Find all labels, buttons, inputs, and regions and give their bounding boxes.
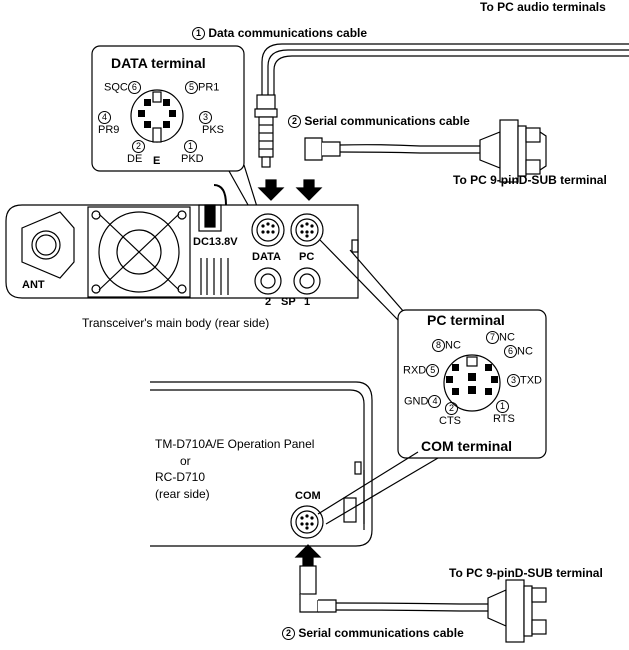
pc-pin-2: 2 [445, 402, 458, 415]
to-pc-dsub-bottom-label: To PC 9-pinD-SUB terminal [449, 566, 603, 580]
pc-pin-1-name: RTS [493, 413, 515, 425]
serial-cable-bottom-label: 2 Serial communications cable [282, 626, 464, 641]
data-cable-label: 1 Data communications cable [192, 26, 368, 41]
data-cable-number: 1 [192, 27, 205, 41]
data-pin-2: 2 [132, 140, 145, 153]
data-jack-label: DATA [252, 251, 281, 263]
sp2-label: 2 [265, 296, 272, 308]
to-pc-audio-label: To PC audio terminals [480, 0, 606, 14]
serial-cable-bottom-number: 2 [282, 627, 295, 641]
data-pin-4-name: PR9 [98, 124, 120, 136]
serial-cable-top-label: 2 Serial communications cable [288, 114, 470, 129]
pc-pin-1: 1 [496, 400, 509, 413]
data-ground-label: E [153, 155, 161, 167]
arrow-to-com [294, 544, 322, 566]
to-pc-dsub-top-label: To PC 9-pinD-SUB terminal [453, 173, 607, 187]
arrow-to-data [257, 179, 285, 201]
serial-cable-top-text: Serial communications cable [304, 114, 470, 128]
data-pin-1-name: PKD [181, 153, 204, 165]
panel-line2: or [180, 454, 191, 468]
data-terminal-title: DATA terminal [111, 55, 206, 71]
dc-label: DC13.8V [193, 236, 238, 248]
pc-pin-2-name: CTS [439, 415, 461, 427]
serial-cable-top-number: 2 [288, 115, 301, 129]
panel-line1: TM-D710A/E Operation Panel [155, 437, 315, 451]
data-pin-4: 4 [98, 111, 111, 124]
sp-label: SP [281, 296, 296, 308]
pc-jack-label: PC [299, 251, 315, 263]
transceiver-main-body [5, 184, 359, 299]
data-pin-3-name: PKS [202, 124, 225, 136]
panel-line3: RC-D710 [155, 470, 206, 484]
panel-line4: (rear side) [155, 487, 210, 501]
serial-cable-bottom-text: Serial communications cable [298, 626, 464, 640]
operation-panel [150, 381, 439, 547]
serial-cable-bottom [299, 565, 547, 643]
data-communications-cable [254, 43, 629, 168]
data-pin-2-name: DE [127, 153, 143, 165]
data-pin-1: 1 [184, 140, 197, 153]
pc-terminal-title: PC terminal [427, 312, 505, 328]
com-terminal-title: COM terminal [421, 438, 513, 454]
serial-cable-top [304, 119, 547, 183]
data-pin-3: 3 [199, 111, 212, 124]
data-terminal-callout [91, 45, 259, 213]
main-body-caption: Transceiver's main body (rear side) [82, 316, 270, 330]
com-jack-label: COM [295, 490, 321, 502]
sp1-label: 1 [304, 296, 311, 308]
data-cable-text: Data communications cable [208, 26, 368, 40]
ant-label: ANT [22, 279, 45, 291]
arrow-to-pc [295, 179, 323, 201]
